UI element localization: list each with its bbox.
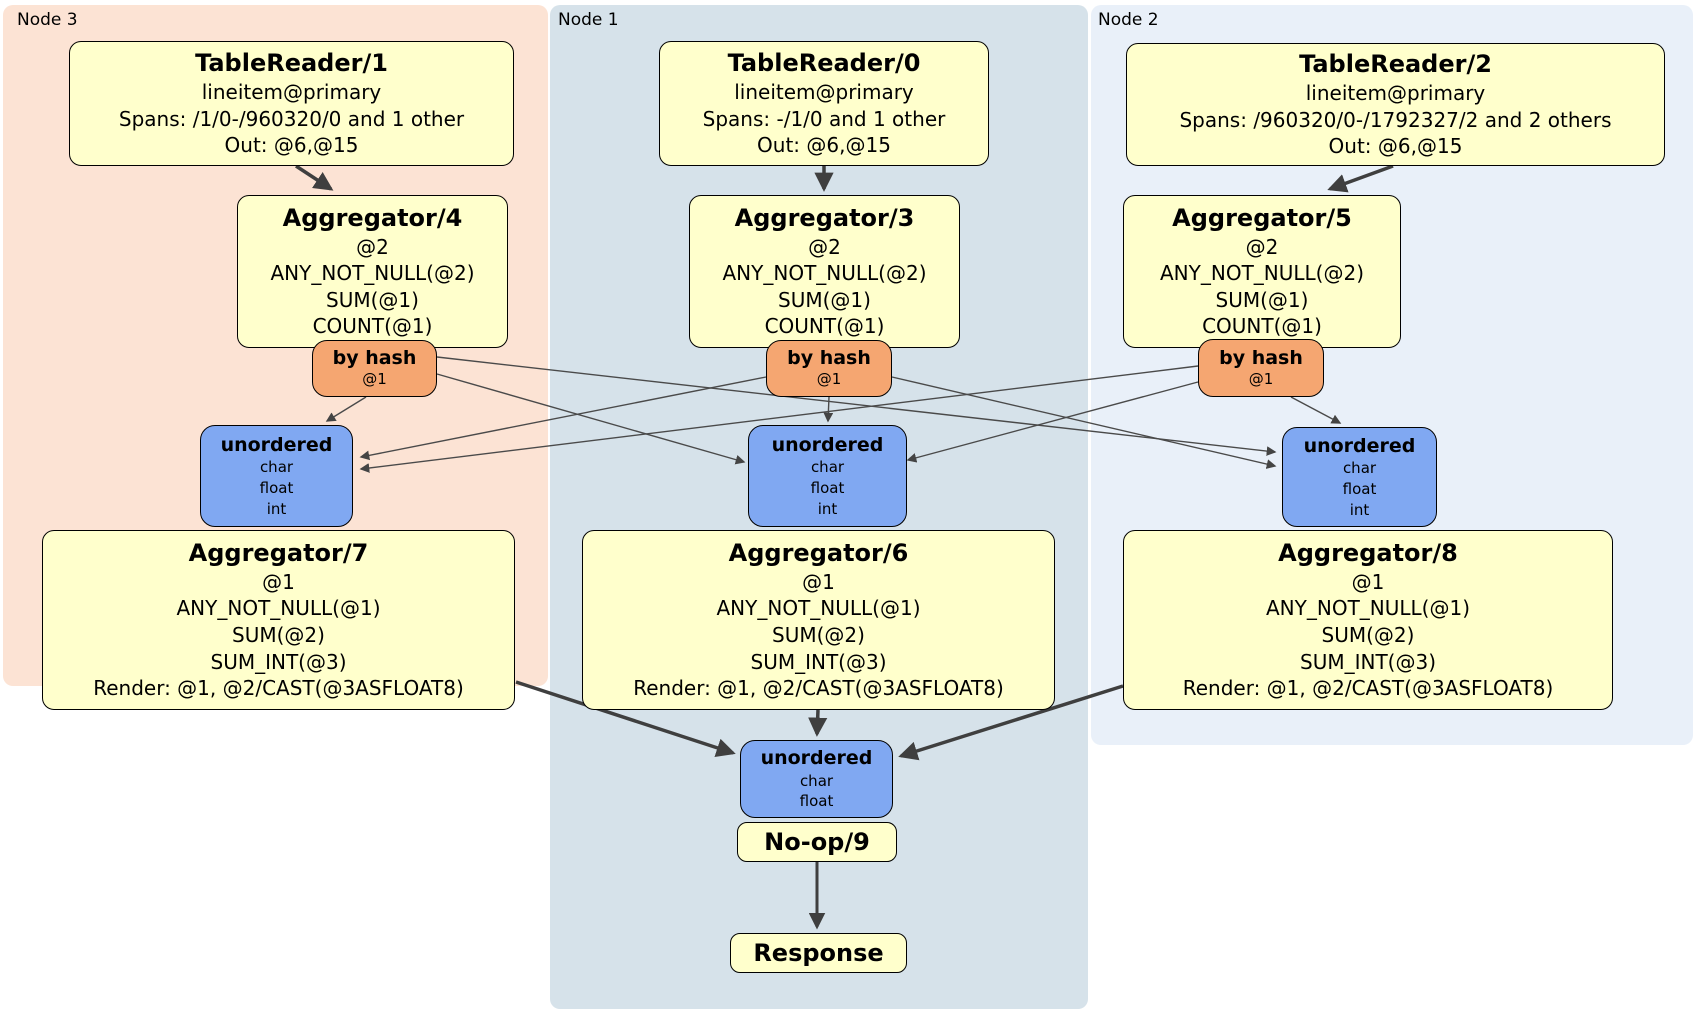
processor-title: Aggregator/6 xyxy=(728,539,909,568)
processor-line: @2 xyxy=(356,234,389,259)
sync-label: unordered xyxy=(760,746,873,769)
processor-line: @2 xyxy=(1245,234,1279,259)
router-label: by hash xyxy=(1219,346,1303,369)
sync-label: unordered xyxy=(771,433,884,456)
processor-line: Render: @1, @2/CAST(@3ASFLOAT8) xyxy=(93,676,464,701)
processor-title: TableReader/2 xyxy=(1299,50,1492,79)
unordered-sync-final: unordered char float xyxy=(740,740,893,818)
processor-line: Spans: -/1/0 and 1 other xyxy=(702,106,946,131)
processor-line: Out: @6,@15 xyxy=(757,133,891,158)
processor-line: @1 xyxy=(262,569,295,594)
by-hash-router-4: by hash @1 xyxy=(312,340,437,397)
unordered-sync-mid: unordered char float int xyxy=(748,425,907,527)
sync-column: char xyxy=(1342,459,1377,478)
aggregator-6-box: Aggregator/6 @1 ANY_NOT_NULL(@1) SUM(@2)… xyxy=(582,530,1055,710)
processor-title: TableReader/1 xyxy=(195,49,388,78)
processor-line: Render: @1, @2/CAST(@3ASFLOAT8) xyxy=(1182,676,1554,701)
processor-line: ANY_NOT_NULL(@2) xyxy=(1160,261,1364,286)
processor-title: Aggregator/3 xyxy=(734,203,915,232)
router-detail: @1 xyxy=(1248,369,1274,388)
sync-column: int xyxy=(817,499,838,518)
aggregator-5-box: Aggregator/5 @2 ANY_NOT_NULL(@2) SUM(@1)… xyxy=(1123,195,1401,348)
processor-line: SUM(@1) xyxy=(778,287,871,312)
node2-label: Node 2 xyxy=(1098,10,1159,30)
processor-line: SUM(@2) xyxy=(1321,623,1415,648)
sync-label: unordered xyxy=(220,433,333,456)
aggregator-8-box: Aggregator/8 @1 ANY_NOT_NULL(@1) SUM(@2)… xyxy=(1123,530,1613,710)
sync-column: float xyxy=(1342,480,1377,498)
processor-line: ANY_NOT_NULL(@2) xyxy=(722,261,927,286)
response-box: Response xyxy=(730,933,907,973)
processor-line: ANY_NOT_NULL(@1) xyxy=(716,596,921,621)
processor-title: TableReader/0 xyxy=(727,49,921,78)
processor-line: ANY_NOT_NULL(@1) xyxy=(176,596,381,621)
router-detail: @1 xyxy=(816,370,842,389)
processor-title: Response xyxy=(753,939,884,967)
router-detail: @1 xyxy=(362,370,387,389)
processor-title: Aggregator/4 xyxy=(282,203,463,232)
sync-column: int xyxy=(1349,500,1370,519)
processor-line: COUNT(@1) xyxy=(1202,314,1322,339)
processor-line: SUM_INT(@3) xyxy=(750,649,887,674)
processor-line: Spans: /1/0-/960320/0 and 1 other xyxy=(118,106,465,131)
processor-line: Spans: /960320/0-/1792327/2 and 2 others xyxy=(1179,107,1612,132)
processor-line: SUM_INT(@3) xyxy=(210,649,347,674)
sync-label: unordered xyxy=(1303,434,1416,457)
processor-line: Out: @6,@15 xyxy=(1328,134,1463,159)
noop-9-box: No-op/9 xyxy=(737,822,897,862)
processor-line: SUM_INT(@3) xyxy=(1300,649,1436,674)
tablereader-0-box: TableReader/0 lineitem@primary Spans: -/… xyxy=(659,41,989,166)
tablereader-2-box: TableReader/2 lineitem@primary Spans: /9… xyxy=(1126,43,1665,166)
processor-line: Render: @1, @2/CAST(@3ASFLOAT8) xyxy=(633,676,1004,701)
tablereader-1-box: TableReader/1 lineitem@primary Spans: /1… xyxy=(69,41,514,166)
processor-line: Out: @6,@15 xyxy=(224,133,359,158)
node3-label: Node 3 xyxy=(17,10,78,30)
processor-title: No-op/9 xyxy=(764,828,870,856)
sync-column: char xyxy=(810,458,845,477)
processor-title: Aggregator/8 xyxy=(1278,539,1458,568)
router-label: by hash xyxy=(787,347,871,370)
processor-line: lineitem@primary xyxy=(734,79,914,104)
processor-title: Aggregator/7 xyxy=(188,539,369,568)
sync-column: char xyxy=(259,458,294,477)
sync-column: int xyxy=(266,499,287,518)
processor-line: COUNT(@1) xyxy=(764,314,885,339)
sync-column: float xyxy=(259,479,294,497)
aggregator-7-box: Aggregator/7 @1 ANY_NOT_NULL(@1) SUM(@2)… xyxy=(42,530,515,710)
by-hash-router-3: by hash @1 xyxy=(766,340,892,397)
processor-line: SUM(@2) xyxy=(772,623,865,648)
processor-line: @1 xyxy=(1351,569,1385,594)
processor-line: lineitem@primary xyxy=(1305,80,1486,105)
processor-line: lineitem@primary xyxy=(201,79,382,104)
sync-column: float xyxy=(810,479,845,497)
processor-line: SUM(@2) xyxy=(232,623,325,648)
sync-column: char xyxy=(799,771,834,790)
aggregator-3-box: Aggregator/3 @2 ANY_NOT_NULL(@2) SUM(@1)… xyxy=(689,195,960,348)
processor-line: @1 xyxy=(802,569,835,594)
processor-line: SUM(@1) xyxy=(1215,287,1309,312)
sync-column: float xyxy=(799,792,834,811)
aggregator-4-box: Aggregator/4 @2 ANY_NOT_NULL(@2) SUM(@1)… xyxy=(237,195,508,348)
processor-line: COUNT(@1) xyxy=(312,314,433,339)
processor-line: @2 xyxy=(808,234,841,259)
node1-label: Node 1 xyxy=(558,10,619,30)
processor-line: ANY_NOT_NULL(@1) xyxy=(1266,596,1470,621)
processor-line: ANY_NOT_NULL(@2) xyxy=(270,261,475,286)
unordered-sync-right: unordered char float int xyxy=(1282,427,1437,527)
by-hash-router-5: by hash @1 xyxy=(1198,339,1324,397)
processor-title: Aggregator/5 xyxy=(1172,203,1352,232)
router-label: by hash xyxy=(332,347,417,370)
processor-line: SUM(@1) xyxy=(326,287,419,312)
unordered-sync-left: unordered char float int xyxy=(200,425,353,527)
